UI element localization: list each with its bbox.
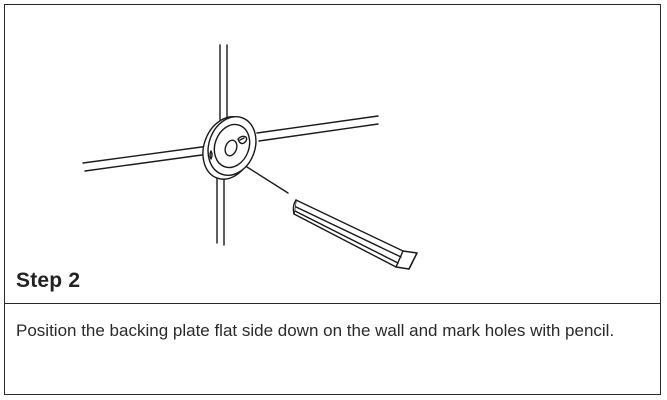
step-instructions: Position the backing plate flat side dow…: [16, 321, 615, 340]
leader-line: [246, 166, 289, 194]
pencil-icon: [292, 199, 418, 270]
divider: [5, 303, 660, 304]
step-title: Step 2: [16, 269, 81, 292]
step-illustration: [82, 44, 418, 270]
wall-seam-vertical: [216, 44, 228, 246]
instruction-card: Step 2 Position the backing plate flat s…: [4, 4, 661, 395]
wall-seam-horizontal: [82, 115, 379, 172]
backing-plate-icon: [202, 116, 257, 180]
